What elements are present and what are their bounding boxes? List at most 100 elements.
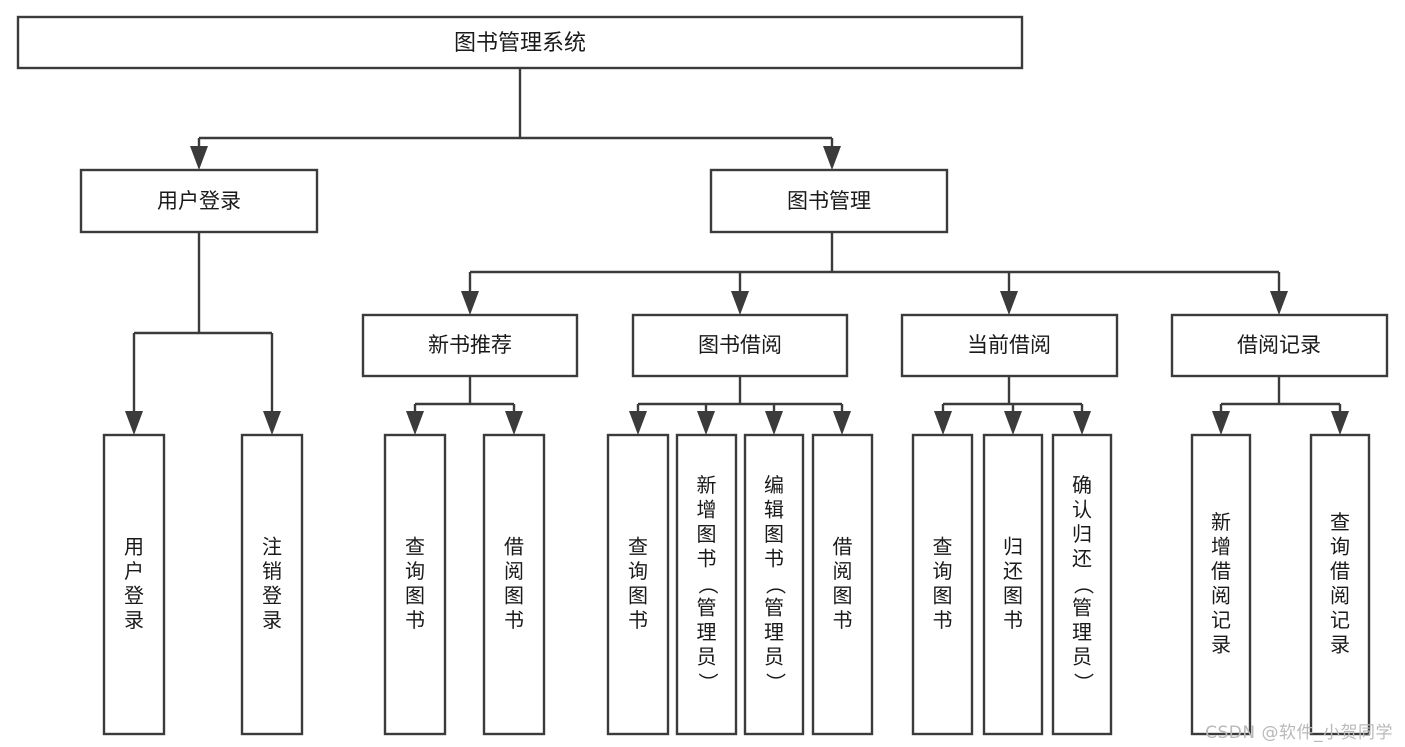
leaf-borrow-book-1-box[interactable] bbox=[482, 433, 546, 736]
svg-text:理: 理 bbox=[697, 620, 717, 644]
svg-text:还: 还 bbox=[1003, 559, 1023, 583]
arrow-head-leaf-edit-book bbox=[765, 411, 783, 435]
svg-text:还: 还 bbox=[1072, 547, 1092, 571]
leaf-query-book-2-box[interactable] bbox=[606, 433, 670, 736]
svg-text:确: 确 bbox=[1072, 473, 1092, 497]
node-current-borrow-box[interactable] bbox=[900, 313, 1119, 378]
node-book-management-label: 图书管理 bbox=[787, 189, 871, 213]
node-book-borrow-box[interactable] bbox=[631, 313, 849, 378]
connector-layer bbox=[125, 68, 1349, 435]
svg-text:阅: 阅 bbox=[1330, 583, 1350, 607]
svg-text:图: 图 bbox=[697, 522, 717, 546]
node-book-management[interactable]: 图书管理 bbox=[709, 168, 949, 234]
leaf-node-confirm-return[interactable] bbox=[1051, 433, 1113, 736]
leaf-query-book-1-box[interactable] bbox=[383, 433, 447, 736]
arrow-head-leaf-query-book-1 bbox=[406, 411, 424, 435]
leaf-node-logout-login[interactable] bbox=[240, 433, 304, 736]
node-root-box[interactable] bbox=[16, 15, 1024, 70]
svg-text:员: 员 bbox=[764, 645, 784, 669]
svg-text:员: 员 bbox=[1072, 645, 1092, 669]
leaf-add-record-box[interactable] bbox=[1190, 433, 1252, 736]
svg-text:借: 借 bbox=[504, 534, 524, 558]
svg-text:员: 员 bbox=[697, 645, 717, 669]
svg-text:查: 查 bbox=[1330, 510, 1350, 534]
leaf-node-query-record[interactable] bbox=[1309, 433, 1371, 736]
leaf-query-record-box[interactable] bbox=[1309, 433, 1371, 736]
leaf-user-login-label: 用户登录 bbox=[124, 534, 144, 632]
arrow-head-leaf-query-record bbox=[1331, 411, 1349, 435]
node-book-management-box[interactable] bbox=[709, 168, 949, 234]
leaf-node-return-book[interactable] bbox=[982, 433, 1044, 736]
svg-text:书: 书 bbox=[405, 608, 425, 632]
svg-text:图: 图 bbox=[504, 583, 524, 607]
leaf-node-add-record[interactable] bbox=[1190, 433, 1252, 736]
arrow-head-leaf-borrow-book-1 bbox=[505, 411, 523, 435]
svg-text:询: 询 bbox=[933, 559, 953, 583]
leaf-node-user-login[interactable] bbox=[102, 433, 166, 736]
leaf-node-query-book-1[interactable] bbox=[383, 433, 447, 736]
svg-text:增: 增 bbox=[1211, 534, 1231, 558]
arrow-head-leaf-add-book bbox=[697, 411, 715, 435]
svg-text:理: 理 bbox=[1072, 620, 1092, 644]
leaf-borrow-book-2-box[interactable] bbox=[811, 433, 874, 736]
svg-text:图: 图 bbox=[1003, 583, 1023, 607]
svg-text:录: 录 bbox=[1330, 632, 1350, 656]
svg-text:图: 图 bbox=[933, 583, 953, 607]
leaf-logout-login-box[interactable] bbox=[240, 433, 304, 736]
svg-text:书: 书 bbox=[504, 608, 524, 632]
svg-text:记: 记 bbox=[1330, 608, 1350, 632]
svg-text:询: 询 bbox=[628, 559, 648, 583]
svg-text:借: 借 bbox=[1330, 559, 1350, 583]
svg-text:管: 管 bbox=[764, 596, 784, 620]
node-root[interactable]: 图书管理系统 bbox=[16, 15, 1024, 70]
svg-text:用: 用 bbox=[124, 534, 144, 558]
arrow-head-leaf-add-record bbox=[1212, 411, 1230, 435]
leaf-node-borrow-book-1[interactable] bbox=[482, 433, 546, 736]
node-user-login-box[interactable] bbox=[79, 168, 319, 234]
arrow-head-leaf-confirm-return bbox=[1073, 411, 1091, 435]
arrow-head-leaf-query-book-3 bbox=[934, 411, 952, 435]
svg-text:归: 归 bbox=[1003, 534, 1023, 558]
node-borrow-record-label: 借阅记录 bbox=[1237, 333, 1321, 357]
leaf-node-edit-book[interactable] bbox=[743, 433, 805, 736]
svg-text:（: （ bbox=[696, 575, 720, 595]
leaf-user-login-box[interactable] bbox=[102, 433, 166, 736]
leaf-query-book-3-box[interactable] bbox=[911, 433, 974, 736]
leaf-confirm-return-box[interactable] bbox=[1051, 433, 1113, 736]
svg-text:管: 管 bbox=[697, 596, 717, 620]
node-book-borrow[interactable]: 图书借阅 bbox=[631, 313, 849, 378]
node-book-borrow-label: 图书借阅 bbox=[698, 333, 782, 357]
arrow-head-new-book-recommend bbox=[461, 291, 479, 315]
node-new-book-recommend[interactable]: 新书推荐 bbox=[361, 313, 579, 378]
leaf-return-book-box[interactable] bbox=[982, 433, 1044, 736]
svg-text:编: 编 bbox=[764, 473, 784, 497]
node-current-borrow[interactable]: 当前借阅 bbox=[900, 313, 1119, 378]
node-user-login[interactable]: 用户登录 bbox=[79, 168, 319, 234]
svg-text:注: 注 bbox=[262, 534, 282, 558]
svg-text:图: 图 bbox=[628, 583, 648, 607]
leaf-label-layer: 用户登录注销登录查询图书借阅图书查询图书新增图书（管理员）编辑图书（管理员）借阅… bbox=[124, 473, 1350, 693]
leaf-node-add-book[interactable] bbox=[675, 433, 738, 736]
node-user-login-label: 用户登录 bbox=[157, 189, 241, 213]
node-current-borrow-label: 当前借阅 bbox=[967, 333, 1051, 357]
leaf-node-query-book-2[interactable] bbox=[606, 433, 670, 736]
node-new-book-recommend-box[interactable] bbox=[361, 313, 579, 378]
leaf-add-book-box[interactable] bbox=[675, 433, 738, 736]
svg-text:借: 借 bbox=[833, 534, 853, 558]
leaf-node-borrow-book-2[interactable] bbox=[811, 433, 874, 736]
node-borrow-record-box[interactable] bbox=[1170, 313, 1389, 378]
node-borrow-record[interactable]: 借阅记录 bbox=[1170, 313, 1389, 378]
leaf-node-query-book-3[interactable] bbox=[911, 433, 974, 736]
svg-text:登: 登 bbox=[124, 583, 144, 607]
leaf-edit-book-box[interactable] bbox=[743, 433, 805, 736]
arrow-head-leaf-user-login bbox=[125, 411, 143, 435]
